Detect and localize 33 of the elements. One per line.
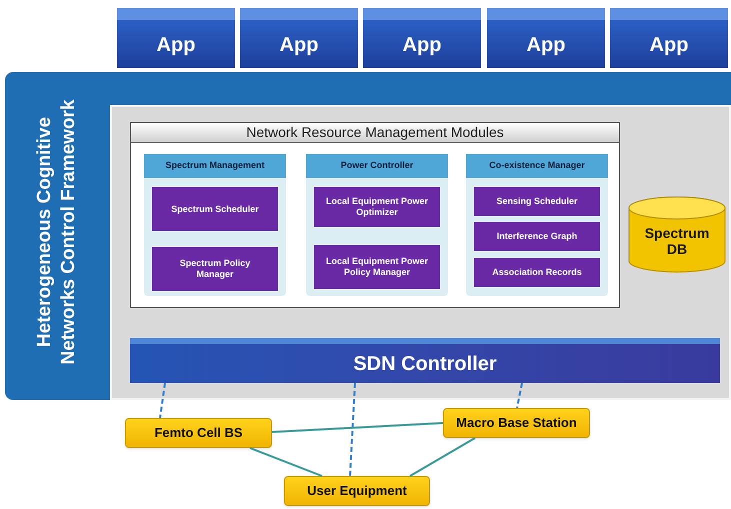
- module-group: [466, 154, 608, 296]
- app-block: App: [363, 8, 481, 68]
- connector-line: [349, 382, 356, 476]
- group-heading: Spectrum Management: [144, 154, 286, 178]
- framework-panel: [5, 72, 731, 400]
- connector-line: [410, 437, 476, 477]
- module-group: [144, 154, 286, 296]
- module-box: Local Equipment Power Optimizer: [314, 187, 440, 227]
- app-block: App: [610, 8, 728, 68]
- connector-line: [159, 382, 166, 418]
- app-block: App: [240, 8, 358, 68]
- modules-title: Network Resource Management Modules: [131, 123, 619, 143]
- module-box: Association Records: [474, 258, 600, 287]
- framework-title: Heterogeneous Cognitive Networks Control Framework: [33, 98, 80, 366]
- network-element-box: User Equipment: [284, 476, 430, 506]
- module-group: [306, 154, 448, 296]
- group-heading: Co-existence Manager: [466, 154, 608, 178]
- app-block: App: [117, 8, 235, 68]
- connector-line: [272, 422, 444, 433]
- module-box: Sensing Scheduler: [474, 187, 600, 216]
- connector-line: [250, 447, 322, 477]
- module-box: Local Equipment Power Policy Manager: [314, 245, 440, 289]
- module-box: Spectrum Scheduler: [152, 187, 278, 231]
- controller-bar: SDN Controller: [130, 338, 720, 383]
- module-box: Interference Graph: [474, 222, 600, 251]
- modules-panel: [130, 122, 620, 308]
- connector-line: [516, 382, 523, 408]
- network-element-box: Femto Cell BS: [125, 418, 272, 448]
- group-heading: Power Controller: [306, 154, 448, 178]
- network-element-box: Macro Base Station: [443, 408, 590, 438]
- database-label: Spectrum DB: [644, 224, 710, 256]
- app-block: App: [487, 8, 605, 68]
- module-box: Spectrum Policy Manager: [152, 247, 278, 291]
